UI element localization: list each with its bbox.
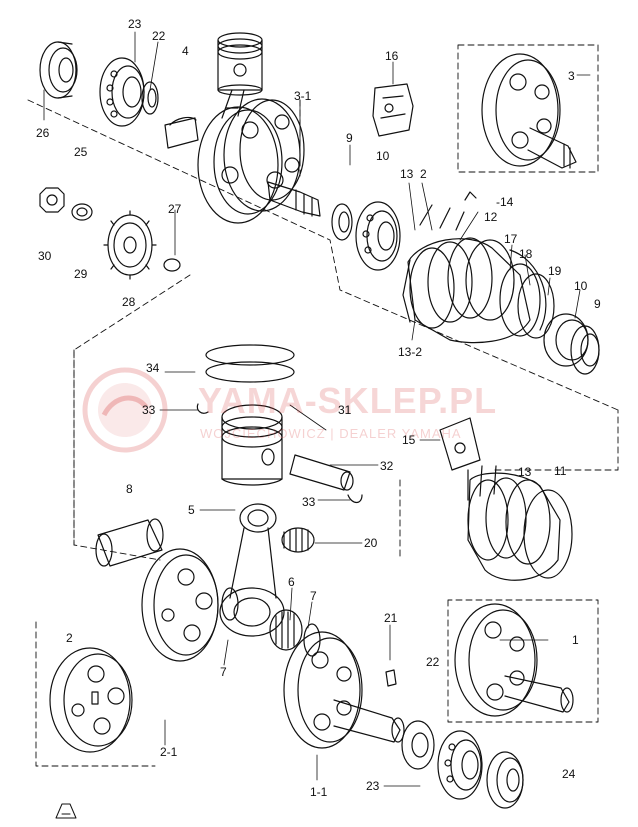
callout-11: 11 (554, 464, 567, 478)
key-21 (385, 669, 397, 687)
callout-1-1: 1-1 (310, 785, 328, 799)
crank-wheel-left (141, 548, 219, 662)
leader-lines (43, 31, 591, 787)
callout-2: 2 (420, 167, 427, 181)
callout-26: 26 (36, 126, 50, 140)
washer-29 (71, 203, 93, 221)
callout-14: -14 (496, 195, 514, 209)
yamaha-logo-mark (55, 803, 77, 819)
left-bearing (99, 57, 145, 127)
callout-31: 31 (338, 403, 352, 417)
callout-33b: 33 (302, 495, 316, 509)
crank-pin-8 (95, 518, 164, 567)
callout-19: 19 (548, 264, 562, 278)
callout-21: 21 (384, 611, 398, 625)
seal-bottom (486, 751, 524, 809)
callout-13: 13 (400, 167, 414, 181)
callout-23: 23 (128, 17, 142, 31)
callout-28: 28 (122, 295, 136, 309)
callout-9b: 9 (594, 297, 601, 311)
right-seal-assembly (543, 313, 600, 375)
callout-17: 17 (504, 232, 518, 246)
crank-wheel-2 (49, 647, 133, 753)
callout-2b: 2 (66, 631, 73, 645)
piston-pin-32 (289, 454, 354, 491)
callout-33: 33 (142, 403, 156, 417)
thrust-washer-7a (221, 587, 239, 621)
callout-9: 9 (346, 131, 353, 145)
callout-18: 18 (519, 247, 533, 261)
callout-3: 3 (568, 69, 575, 83)
callout-13-2: 13-2 (398, 345, 423, 359)
crankshaft-assembly-top (164, 89, 321, 224)
callout-4: 4 (182, 44, 189, 58)
callout-27: 27 (168, 202, 182, 216)
callout-29: 29 (74, 267, 88, 281)
callout-8: 8 (126, 482, 133, 496)
watermark-logo-icon (82, 367, 168, 453)
connecting-rod-5 (219, 503, 285, 637)
washer-bottom (401, 720, 435, 770)
circlip-33a (196, 403, 209, 414)
fitting-16 (372, 83, 414, 137)
watermark-subtitle: WOJCIECHOWICZ | DEALER YAMAHA (200, 426, 462, 441)
key-27 (163, 258, 181, 272)
needle-bearing-20 (281, 527, 315, 553)
left-oil-seal (39, 41, 78, 99)
right-bearing (355, 201, 401, 271)
crank-wheel-1 (454, 603, 574, 717)
callout-20: 20 (364, 536, 378, 550)
callout-23b: 23 (366, 779, 380, 793)
crank-wheel-right (283, 631, 405, 749)
piston-rings-34 (205, 344, 295, 383)
callout-5: 5 (188, 503, 195, 517)
callout-30: 30 (38, 249, 52, 263)
thrust-washer-7b (303, 623, 321, 657)
right-shim-9 (331, 203, 353, 241)
callout-10b: 10 (574, 279, 588, 293)
callout-16: 16 (385, 49, 399, 63)
crank-housing-right (402, 191, 555, 344)
callout-25: 25 (74, 145, 88, 159)
callout-13c: 13 (518, 465, 532, 479)
callout-1: 1 (572, 633, 579, 647)
callout-22: 22 (152, 29, 166, 43)
gear-28 (103, 210, 157, 280)
callout-34: 34 (146, 361, 160, 375)
left-shim (141, 81, 159, 115)
callout-24: 24 (562, 767, 576, 781)
piston-31 (221, 404, 283, 486)
callout-6: 6 (288, 575, 295, 589)
needle-bearing-6 (269, 609, 303, 651)
circlip-33b (347, 494, 363, 504)
crank-wheel-3 (481, 53, 577, 169)
callout-22b: 22 (426, 655, 440, 669)
callout-32: 32 (380, 459, 394, 473)
callout-10: 10 (376, 149, 390, 163)
callout-15: 15 (402, 433, 416, 447)
callout-12: 12 (484, 210, 498, 224)
nut-30 (39, 187, 65, 213)
callout-7b: 7 (220, 665, 227, 679)
callout-7: 7 (310, 589, 317, 603)
piston-top (217, 32, 263, 96)
bearing-bottom (437, 730, 483, 800)
watermark-title: YAMA-SKLEP.PL (198, 380, 498, 421)
callout-2-1: 2-1 (160, 745, 178, 759)
crank-assembly-11 (439, 417, 573, 581)
callout-3-1: 3-1 (294, 89, 312, 103)
